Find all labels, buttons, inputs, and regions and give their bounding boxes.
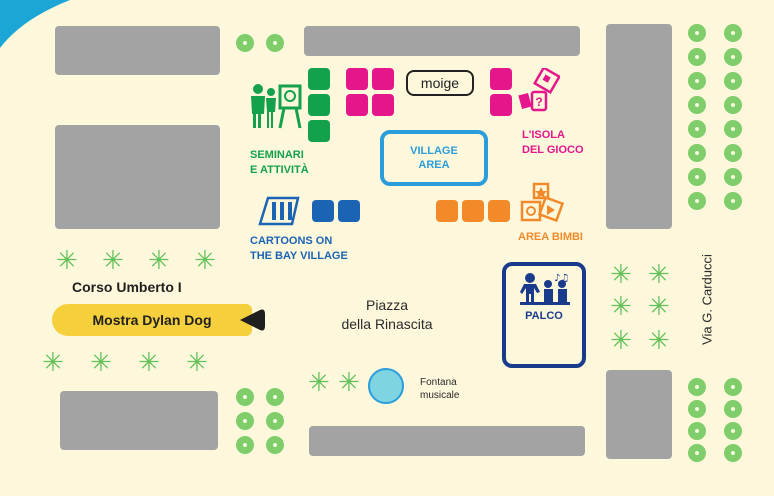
- bush-icon: ✳: [648, 292, 670, 322]
- tree-icon: [688, 192, 706, 210]
- palco-stage: ♪♫ PALCO: [502, 262, 586, 368]
- tree-icon: [688, 48, 706, 66]
- stand-tile: [308, 68, 330, 90]
- board-game-icon: ?: [518, 68, 560, 112]
- tree-icon: [688, 422, 706, 440]
- building-bottom-center: [309, 426, 585, 456]
- street-label-via-carducci: Via G. Carducci: [699, 254, 715, 345]
- bush-icon: ✳: [610, 326, 632, 356]
- svg-text:♪♫: ♪♫: [554, 273, 569, 284]
- tree-icon: [688, 24, 706, 42]
- tree-icon: [688, 400, 706, 418]
- bush-icon: ✳: [610, 292, 632, 322]
- tree-icon: [724, 422, 742, 440]
- stand-tile: [338, 200, 360, 222]
- svg-text:?: ?: [535, 95, 542, 109]
- tree-icon: [724, 24, 742, 42]
- cartoons-label: CARTOONS ON THE BAY VILLAGE: [250, 235, 348, 262]
- stand-tile: [312, 200, 334, 222]
- tree-icon: [688, 120, 706, 138]
- tree-icon: [724, 400, 742, 418]
- stand-tile: [308, 120, 330, 142]
- tree-icon: [266, 388, 284, 406]
- stand-tile: [490, 94, 512, 116]
- stand-tile: [462, 200, 484, 222]
- village-area: VILLAGE AREA: [380, 130, 488, 186]
- tree-icon: [236, 436, 254, 454]
- bush-icon: ✳: [42, 348, 64, 378]
- piazza-label: Piazza della Rinascita: [341, 297, 433, 332]
- bush-icon: ✳: [56, 246, 78, 276]
- bush-icon: ✳: [610, 260, 632, 290]
- tree-icon: [266, 412, 284, 430]
- corner-shape: [0, 0, 70, 48]
- tree-icon: [724, 378, 742, 396]
- mostra-dylan-dog-banner[interactable]: Mostra Dylan Dog: [52, 304, 266, 336]
- mostra-label: Mostra Dylan Dog: [92, 312, 212, 328]
- seminari-label: SEMINARI E ATTIVITÀ: [250, 149, 309, 176]
- building-top-left: [55, 26, 220, 75]
- building-right-lower: [606, 370, 672, 459]
- moige-label: moige: [420, 75, 460, 91]
- bush-icon: ✳: [648, 260, 670, 290]
- tree-icon: [688, 96, 706, 114]
- building-bottom-left: [60, 391, 218, 450]
- tree-icon: [236, 388, 254, 406]
- stand-tile: [436, 200, 458, 222]
- building-right-upper: [606, 24, 672, 229]
- bush-icon: ✳: [148, 246, 170, 276]
- village-label-line1: VILLAGE: [410, 145, 458, 157]
- stand-tile: [372, 68, 394, 90]
- drawing-tools-icon: [258, 196, 300, 226]
- tree-icon: [688, 168, 706, 186]
- tree-icon: [688, 444, 706, 462]
- bush-icon: ✳: [90, 348, 112, 378]
- stand-tile: [308, 94, 330, 116]
- bush-icon: ✳: [194, 246, 216, 276]
- bush-icon: ✳: [338, 368, 360, 398]
- tree-icon: [724, 48, 742, 66]
- tree-icon: [688, 144, 706, 162]
- fountain-icon: [368, 368, 404, 404]
- bush-icon: ✳: [308, 368, 330, 398]
- stand-tile: [346, 68, 368, 90]
- tree-icon: [724, 444, 742, 462]
- bimbi-label: AREA BIMBI: [518, 231, 583, 243]
- building-top-center: [304, 26, 580, 56]
- bush-icon: ✳: [648, 326, 670, 356]
- bush-icon: ✳: [102, 246, 124, 276]
- fontana-label: Fontana musicale: [420, 377, 460, 401]
- arrow-left-icon: [240, 309, 265, 331]
- tree-icon: [236, 34, 254, 52]
- music-performers-icon: ♪♫: [520, 273, 570, 305]
- bush-icon: ✳: [186, 348, 208, 378]
- tree-icon: [724, 192, 742, 210]
- shapes-icon: [520, 182, 564, 223]
- stand-tile: [346, 94, 368, 116]
- stand-tile: [372, 94, 394, 116]
- tree-icon: [724, 120, 742, 138]
- palco-label: PALCO: [525, 310, 563, 322]
- tree-icon: [266, 436, 284, 454]
- tree-icon: [724, 96, 742, 114]
- tree-icon: [688, 378, 706, 396]
- tree-icon: [724, 72, 742, 90]
- stand-tile: [488, 200, 510, 222]
- moige-stand: moige: [406, 70, 474, 96]
- tree-icon: [266, 34, 284, 52]
- building-left-middle: [55, 125, 220, 229]
- tree-icon: [724, 168, 742, 186]
- easel-people-icon: [251, 84, 302, 129]
- bush-icon: ✳: [138, 348, 160, 378]
- tree-icon: [688, 72, 706, 90]
- isola-label: L'ISOLA DEL GIOCO: [522, 129, 584, 156]
- tree-icon: [236, 412, 254, 430]
- village-label-line2: AREA: [418, 159, 450, 171]
- stand-tile: [490, 68, 512, 90]
- street-label-corso-umberto: Corso Umberto I: [72, 279, 182, 295]
- tree-icon: [724, 144, 742, 162]
